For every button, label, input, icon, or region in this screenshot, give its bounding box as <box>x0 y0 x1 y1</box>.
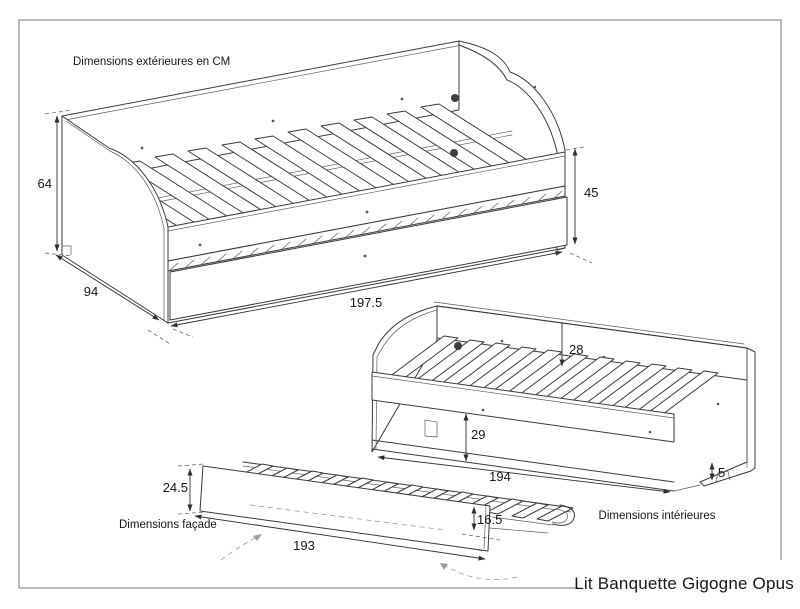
exterior-length-dim: 197.5 <box>350 295 383 310</box>
hardware-dots <box>140 85 537 258</box>
exterior-front-height-dim: 45 <box>584 185 598 200</box>
interior-view-drawing: 28 29 194 5 Dimensions intérieures <box>371 301 756 522</box>
foot-notch <box>715 470 731 483</box>
facade-section-label: Dimensions façade <box>119 519 217 531</box>
interior-foot-dim: 5 <box>718 465 725 480</box>
facade-drawer-height-dim: 16.5 <box>477 512 502 527</box>
exterior-section-label: Dimensions extérieures en CM <box>73 56 230 68</box>
hardware-dots <box>454 339 720 434</box>
drawing-title: Lit Banquette Gigogne Opus <box>574 574 794 593</box>
exterior-depth-dim: 94 <box>84 284 98 299</box>
front-rail <box>371 371 675 443</box>
facade-dimension-lines <box>177 463 501 561</box>
interior-dimension-lines <box>377 322 715 494</box>
interior-clearance-dim: 29 <box>471 427 485 442</box>
centre-bracket <box>424 419 438 438</box>
frame-rounded-end <box>552 504 575 526</box>
exterior-height-dim: 64 <box>38 176 52 191</box>
page-border <box>18 19 782 588</box>
interior-back-dim: 28 <box>569 342 583 357</box>
interior-length-dim: 194 <box>489 469 511 484</box>
facade-view-drawing: 24.5 Dimensions façade 193 16.5 <box>119 461 575 580</box>
facade-length-dim: 193 <box>293 538 315 553</box>
facade-height-dim: 24.5 <box>163 480 188 495</box>
right-side-panel <box>699 347 756 487</box>
exterior-view-drawing: Dimensions extérieures en CM 64 94 197.5… <box>38 40 598 345</box>
exterior-dimension-lines <box>44 109 593 345</box>
foot-notch <box>61 245 72 256</box>
interior-section-label: Dimensions intérieures <box>599 510 716 522</box>
